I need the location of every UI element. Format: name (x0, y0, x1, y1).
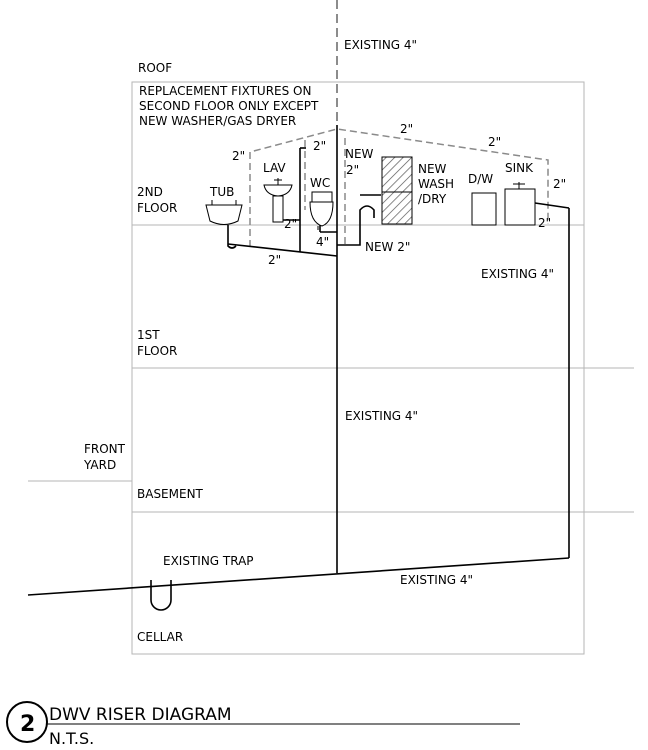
new-2in-label: NEW 2" (365, 240, 410, 254)
sink-fixture (504, 182, 536, 226)
existing-4in-label-mid: EXISTING 4" (345, 409, 418, 423)
building-outline (28, 81, 634, 655)
front-yard-label-2: YARD (83, 458, 116, 472)
existing-4in-label-top: EXISTING 4" (344, 38, 417, 52)
lav-2in-label: 2" (284, 217, 297, 231)
detail-number: 2 (20, 712, 35, 737)
existing-trap-label: EXISTING TRAP (163, 554, 254, 568)
vent-2in-label-2: 2" (313, 139, 326, 153)
wc-fixture (309, 191, 334, 230)
tub-label: TUB (209, 185, 234, 199)
first-floor-label-1: 1ST (137, 328, 160, 342)
existing-4in-label-drain: EXISTING 4" (400, 573, 473, 587)
first-floor-label-2: FLOOR (137, 344, 177, 358)
vent-2in-label-1: 2" (232, 149, 245, 163)
wc-label: WC (310, 176, 330, 190)
lav-label: LAV (263, 161, 286, 175)
note-line-2: SECOND FLOOR ONLY EXCEPT (139, 99, 319, 113)
tub-2in-label: 2" (268, 253, 281, 267)
washer-label-1: NEW (418, 162, 447, 176)
second-floor-label-2: FLOOR (137, 201, 177, 215)
front-yard-label-1: FRONT (84, 442, 126, 456)
existing-4in-label-right: EXISTING 4" (481, 267, 554, 281)
vent-2in-label-5: 2" (488, 135, 501, 149)
dishwasher-fixture (471, 192, 497, 226)
note-line-3: NEW WASHER/GAS DRYER (139, 114, 296, 128)
diagram-scale: N.T.S. (49, 729, 94, 748)
vent-2in-label-6: 2" (553, 177, 566, 191)
diagram-title: DWV RISER DIAGRAM (49, 705, 232, 725)
basement-label: BASEMENT (137, 487, 204, 501)
lav-fixture (263, 178, 293, 223)
dishwasher-label: D/W (468, 172, 493, 186)
washer-label-3: /DRY (418, 192, 447, 206)
washer-label-2: WASH (418, 177, 454, 191)
note-line-1: REPLACEMENT FIXTURES ON (139, 84, 311, 98)
new-label: NEW (345, 147, 374, 161)
cellar-label: CELLAR (137, 630, 183, 644)
drain-piping (27, 125, 570, 611)
roof-label: ROOF (138, 61, 172, 75)
vent-2in-label-4: 2" (400, 122, 413, 136)
tub-fixture (205, 200, 243, 225)
wc-4in-label: 4" (316, 235, 329, 249)
washer-dryer-fixture (381, 156, 413, 225)
sink-2in-label: 2" (538, 216, 551, 230)
sink-label: SINK (505, 161, 534, 175)
vent-2in-label-3: 2" (346, 163, 359, 177)
second-floor-label-1: 2ND (137, 185, 163, 199)
title-block: 2 DWV RISER DIAGRAM N.T.S. (6, 701, 520, 748)
vent-lines (249, 128, 549, 247)
